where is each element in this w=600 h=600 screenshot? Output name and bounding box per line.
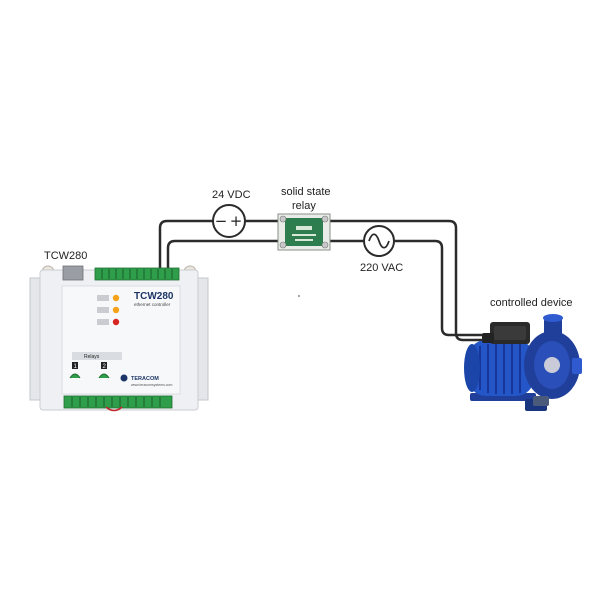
panel-relay-1-text: 1	[74, 364, 78, 370]
controller-label: TCW280	[44, 250, 88, 262]
led-status	[112, 318, 120, 326]
bottom-red-wire	[105, 406, 123, 412]
panel-relays-text: Relays	[84, 354, 100, 360]
wire-relay-to-device-bottom	[325, 239, 502, 337]
dc-plus-sign: +	[230, 212, 243, 230]
sine-wave-icon	[368, 233, 390, 249]
wire-relay-to-device-top	[325, 219, 502, 342]
relay-1-coil-icon	[69, 373, 81, 379]
wires	[158, 219, 502, 342]
led-power	[112, 294, 120, 302]
panel-brand-text: TERACOM	[131, 376, 159, 382]
ac-source-symbol	[363, 225, 395, 257]
wire-ac-loop	[166, 239, 282, 275]
dc-source-symbol: − +	[212, 204, 246, 238]
bottom-terminal-block	[63, 395, 173, 409]
relay-2-coil-icon	[98, 373, 110, 379]
wire-dc-loop	[158, 219, 282, 275]
teracom-logo-icon	[120, 374, 128, 382]
ethernet-port	[62, 265, 84, 281]
panel-relay-2-text: 2	[103, 364, 107, 370]
panel-website-text: www.teracomsystems.com	[131, 383, 173, 387]
device-label: controlled device	[490, 297, 573, 309]
dc-minus-sign: −	[215, 212, 228, 230]
dc-source-label: 24 VDC	[212, 189, 251, 201]
water-pump	[464, 314, 582, 411]
panel-subtitle-text: ethernet controller	[134, 302, 171, 307]
ac-source-label: 220 VAC	[360, 262, 404, 274]
relay-label-line1: solid state	[281, 186, 331, 198]
relay-label-line2: relay	[292, 200, 316, 212]
solid-state-relay	[277, 213, 331, 251]
panel-model-text: TCW280	[134, 291, 174, 302]
tcw280-controller: TCW280 ethernet controller Relays 1 2 TE…	[29, 265, 209, 412]
led-link	[112, 306, 120, 314]
